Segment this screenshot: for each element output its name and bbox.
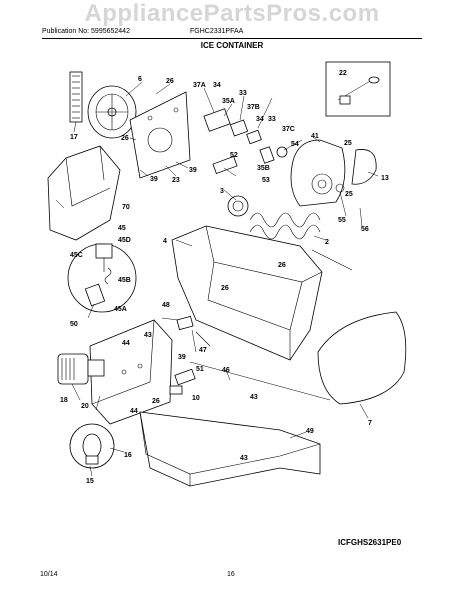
callout-26d: 26 [221,285,229,292]
callout-33b: 33 [268,116,276,123]
callout-37a: 37A [193,82,206,89]
callout-15: 15 [86,478,94,485]
callout-33: 33 [239,90,247,97]
callout-34: 34 [213,82,221,89]
callout-37b: 37B [247,104,260,111]
callout-43c: 43 [240,455,248,462]
header-rule [42,38,422,39]
callout-49: 49 [306,428,314,435]
callout-37c: 37C [282,126,295,133]
part-16-bulb-inset [69,423,115,469]
callout-26: 26 [166,78,174,85]
callout-labels: 6 26 37A 34 33 35A 37B 34 33 17 26 23 39… [60,70,389,485]
callout-43: 43 [144,332,152,339]
callout-26e: 26 [152,398,160,405]
callout-23: 23 [172,177,180,184]
part-18-motor [57,353,105,385]
part-48-bracket [176,315,211,347]
callout-45: 45 [118,225,126,232]
callout-25: 25 [344,140,352,147]
callout-70: 70 [122,204,130,211]
callout-50: 50 [70,321,78,328]
part-46-rod [189,361,331,401]
callout-39b: 39 [189,167,197,174]
callout-44: 44 [122,340,130,347]
callout-54: 54 [291,141,299,148]
callout-45c: 45C [70,252,83,259]
callout-4: 4 [163,238,167,245]
callout-52: 52 [230,152,238,159]
callout-39c: 39 [178,354,186,361]
callout-26b: 26 [121,135,129,142]
model-number: FGHC2331PFAA [190,28,244,35]
callout-55: 55 [338,217,346,224]
part-22-inset [325,61,391,117]
callout-25b: 25 [345,191,353,198]
callout-6: 6 [138,76,142,83]
part-44-housing [89,319,173,425]
part-6-impeller [87,85,137,139]
callout-41: 41 [311,133,319,140]
callout-7: 7 [368,420,372,427]
part-2-auger [249,212,353,271]
part-49-base-frame [139,411,321,487]
callout-20: 20 [81,403,89,410]
part-17-grille [69,71,83,123]
leader-lines [55,81,379,477]
callout-34b: 34 [256,116,264,123]
footer-date: 10/14 [40,571,58,578]
part-41-motor-cover [290,139,346,207]
callout-44b: 44 [130,408,138,415]
page-number: 16 [227,571,235,578]
callout-51: 51 [196,366,204,373]
callout-46: 46 [222,367,230,374]
callout-45d: 45D [118,237,131,244]
part-45-inset [67,243,137,313]
watermark: AppliancePartsPros.com [84,0,380,27]
part-7-cover [317,311,407,405]
part-70-bracket [47,145,121,241]
callout-35b: 35B [257,165,270,172]
callout-3: 3 [220,188,224,195]
diagram-title: ICE CONTAINER [200,41,264,50]
callout-45a: 45A [114,306,127,313]
callout-2: 2 [325,239,329,246]
callout-45b: 45B [118,277,131,284]
part-4-ice-container [171,225,323,361]
callout-26c: 26 [278,262,286,269]
figure-reference: ICFGHS2631PE0 [338,538,402,547]
callout-53: 53 [262,177,270,184]
callout-16: 16 [124,452,132,459]
callout-56: 56 [361,226,369,233]
callout-39a: 39 [150,176,158,183]
callout-17: 17 [70,134,78,141]
callout-13: 13 [381,175,389,182]
part-23-mounting-plate [129,91,191,179]
callout-35a: 35A [222,98,235,105]
callout-47: 47 [199,347,207,354]
part-3-bearing [227,195,249,217]
callout-10: 10 [192,395,200,402]
part-51-switch [169,368,196,395]
callout-43b: 43 [250,394,258,401]
publication-number: Publication No: 5995652442 [42,28,130,35]
callout-22: 22 [339,70,347,77]
callout-18: 18 [60,397,68,404]
callout-48: 48 [162,302,170,309]
